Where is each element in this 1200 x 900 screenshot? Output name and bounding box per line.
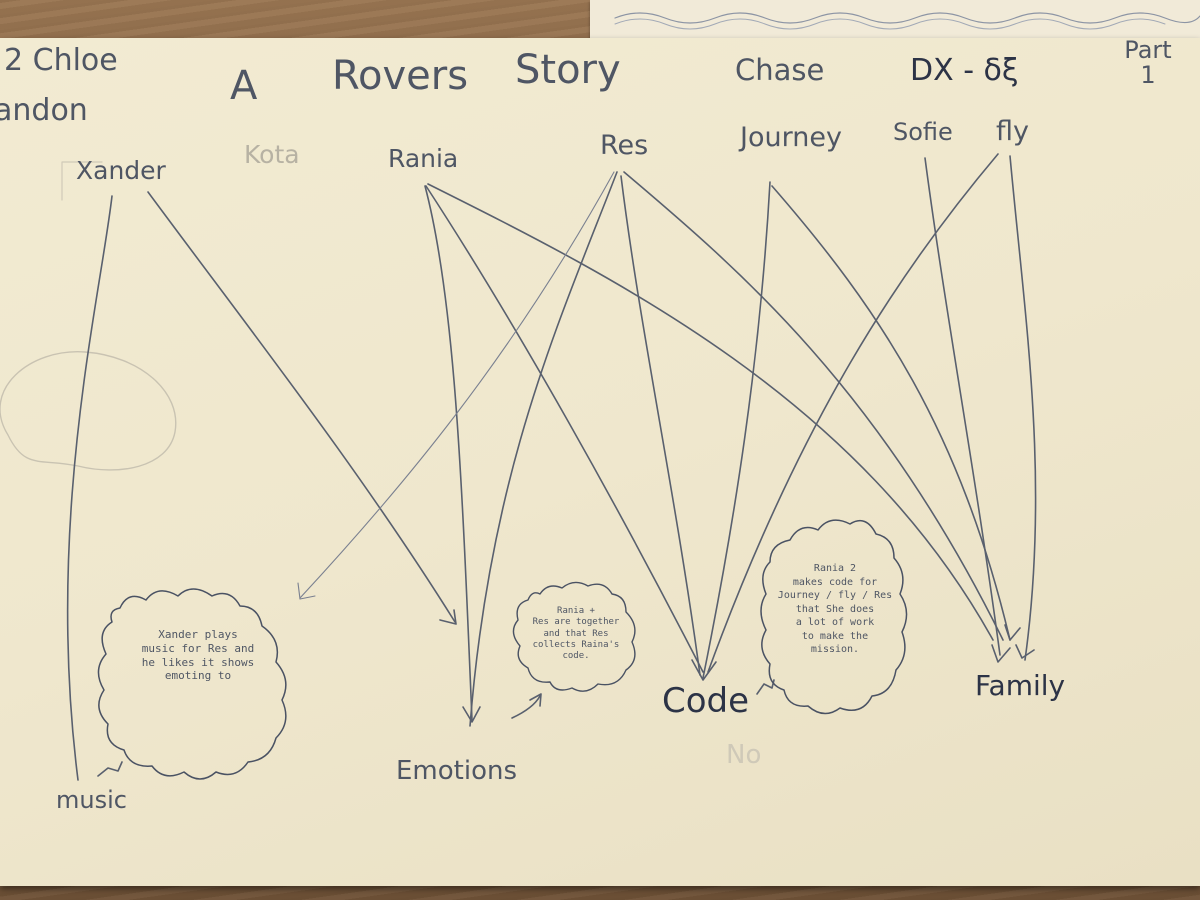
arrow-rania-code <box>425 185 704 673</box>
arrowhead-xander-emotions <box>439 609 457 625</box>
cloud-rania-res-note <box>512 581 636 692</box>
arrow-fly-code <box>707 153 999 673</box>
note-xander-line: emoting to <box>164 669 232 683</box>
theme-music: music <box>56 786 127 814</box>
title-part: Part 1 <box>1124 36 1172 90</box>
note-rania-code-line: Journey / fly / Res <box>777 590 893 601</box>
note-rania-res-line: code. <box>562 651 590 661</box>
theme-emotions: Emotions <box>396 756 518 786</box>
arrowhead-family-right <box>1004 624 1035 659</box>
title-word-story: Story <box>515 47 621 93</box>
arrow-rania-family <box>427 183 994 641</box>
note-rania-res: Rania + Res are together and that Res co… <box>520 606 632 662</box>
character-kota: Kota <box>244 140 300 169</box>
note-rania-res-line: Res are together <box>532 617 620 628</box>
character-sofie: Sofie <box>893 118 953 146</box>
arrow-res-emotions <box>469 171 618 727</box>
note-rania-code-line: that She does <box>795 603 875 615</box>
arrowhead-rania-emotions <box>462 706 481 723</box>
arrow-res-family <box>623 171 1004 641</box>
background-wave-line-2 <box>614 18 1166 30</box>
note-rania-code: Rania 2 makes code for Journey / fly / R… <box>772 562 898 657</box>
note-rania-code-line: a lot of work <box>795 617 875 628</box>
character-rania: Rania <box>388 144 459 173</box>
note-rania-code-line: mission. <box>810 644 860 655</box>
cloud-rania-code-note <box>760 519 908 715</box>
arrow-journey-code <box>702 181 771 679</box>
arrowhead-code <box>691 659 717 681</box>
note-rania-res-line: collects Raina's <box>532 639 620 650</box>
note-xander: Xander plays music for Res and he likes … <box>118 628 278 683</box>
note-xander-line: he likes it shows <box>141 655 255 669</box>
arrow-xander-emotions <box>147 191 456 623</box>
erased-box <box>61 161 103 201</box>
note-rania-code-line: Rania 2 <box>813 563 857 574</box>
title-word-a: A <box>230 63 258 109</box>
note-rania-res-line: and that Res <box>543 628 609 639</box>
character-xander: Xander <box>76 156 166 185</box>
author-andon: andon <box>0 93 88 128</box>
arrowhead-res-xander-note <box>297 582 316 600</box>
erased-blob <box>0 351 177 471</box>
arrow-fly-family <box>1009 155 1037 661</box>
arrow-rania-emotions <box>424 185 473 721</box>
arrowhead-family-left <box>991 644 1011 663</box>
background-paper-sheet <box>590 0 1200 38</box>
title-symbols: DX - δξ <box>910 53 1019 88</box>
background-wave-line <box>614 12 1200 24</box>
author-chase: Chase <box>735 53 825 87</box>
note-rania-code-line: makes code for <box>792 576 878 588</box>
arrow-sofie-family <box>924 157 1001 656</box>
character-fly: fly <box>996 116 1029 147</box>
theme-code-faint: No <box>726 740 762 770</box>
note-rania-res-line: Rania + <box>557 606 595 616</box>
note-xander-line: music for Res and <box>141 641 255 655</box>
character-res: Res <box>600 130 649 161</box>
title-word-rovers: Rovers <box>332 53 469 99</box>
arrowhead-note-to-emotions <box>529 693 542 707</box>
poster-paper <box>0 38 1200 886</box>
arrow-res-code <box>620 175 701 676</box>
author-chloe: 2 Chloe <box>4 43 118 78</box>
arrow-xander-music <box>66 195 113 781</box>
cloud-xander-note <box>97 588 287 780</box>
note-xander-line: Xander plays <box>158 628 238 641</box>
music-hook-mark <box>97 761 123 777</box>
code-hook-mark <box>756 679 775 695</box>
arrow-res-xander-note <box>299 171 615 599</box>
theme-family: Family <box>975 669 1066 702</box>
theme-code: Code <box>662 681 750 721</box>
arrow-note-to-emotions <box>511 695 541 719</box>
arrow-journey-family <box>771 185 1011 641</box>
note-rania-code-line: to make the <box>801 630 869 642</box>
character-journey: Journey <box>740 122 842 153</box>
